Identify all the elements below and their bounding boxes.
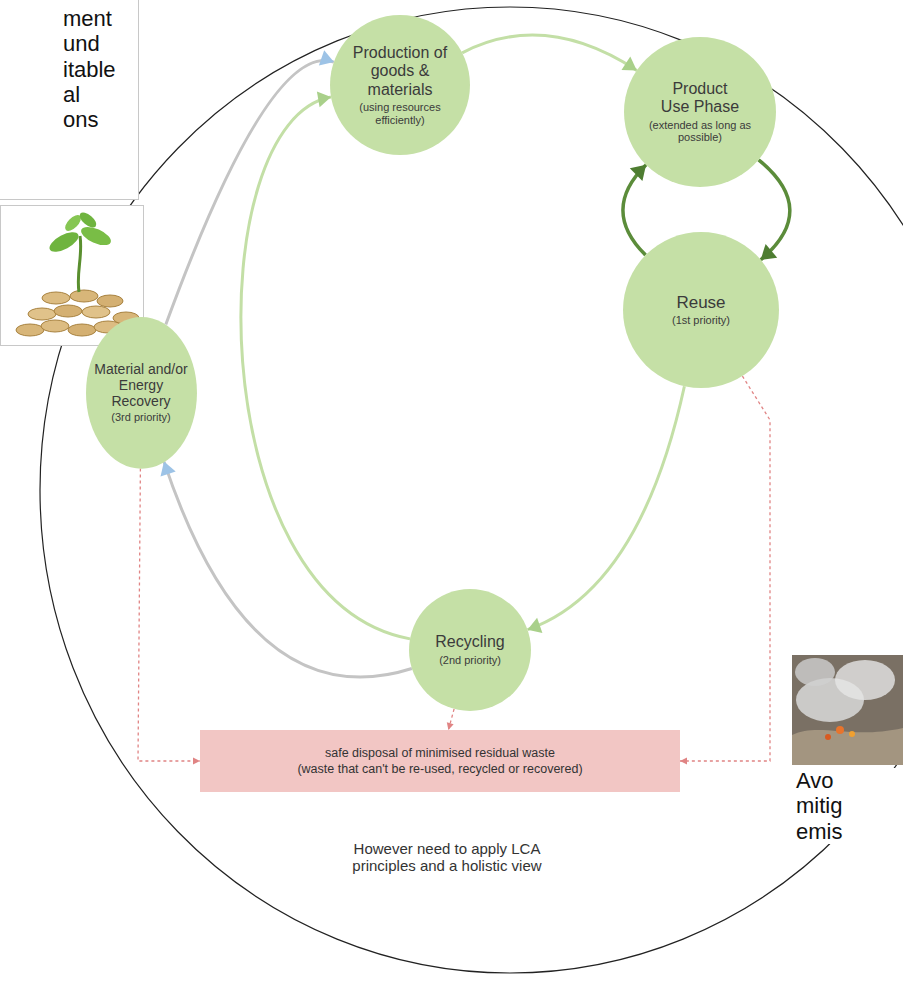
node-note: (waste that can't be re-used, recycled o…	[210, 762, 670, 776]
node-title: Recycling	[420, 633, 520, 651]
text-panel: ment und itable al ons	[0, 0, 139, 200]
ember	[849, 731, 855, 737]
ember	[825, 734, 831, 740]
connector-line	[138, 468, 200, 761]
coin	[42, 292, 70, 304]
node-fill	[409, 589, 531, 711]
node-note: (extended as long as possible)	[644, 119, 756, 144]
connector-line	[462, 35, 637, 70]
arrow-head	[761, 244, 778, 260]
picture-ground	[792, 655, 903, 765]
node-note: (1st priority)	[651, 314, 751, 327]
node-title: Production of goods & materials	[352, 44, 448, 99]
stage-circle: Production of goods & materials(using re…	[330, 15, 470, 155]
ember	[836, 726, 844, 734]
arrow-head	[528, 618, 543, 633]
connector-line	[164, 462, 412, 677]
smoke	[795, 658, 835, 686]
flow-connector	[138, 468, 200, 764]
connector-line	[623, 165, 646, 255]
flow-connector	[623, 165, 646, 255]
flow-connector	[241, 91, 410, 639]
node-fill	[623, 232, 779, 388]
node-text-group: Recycling (2nd priority)	[420, 633, 520, 666]
coin	[16, 324, 44, 336]
node-title: ment und itable al ons	[63, 6, 133, 132]
flow-connector	[161, 462, 412, 677]
seedling-stem	[78, 236, 81, 292]
node-fill	[624, 37, 776, 187]
node-title: Product Use Phase	[659, 80, 741, 117]
stage-circle: Product Use Phase(extended as long as po…	[624, 37, 776, 187]
arrow-head	[680, 758, 687, 765]
connector-line	[759, 160, 790, 260]
node-note: (3rd priority)	[96, 411, 186, 424]
flow-connector	[447, 709, 454, 730]
arrow-head	[630, 165, 646, 181]
connector-line	[241, 97, 410, 639]
node-text-group: Reuse(1st priority)	[651, 293, 751, 327]
coin	[28, 308, 56, 320]
node-title: Material and/or Energy Recovery	[93, 361, 189, 409]
system-boundary	[40, 7, 903, 973]
flow-connector	[462, 35, 637, 70]
smoke	[835, 660, 895, 700]
leaf	[79, 223, 114, 249]
node-text-group: Production of goods & materials(using re…	[350, 44, 450, 126]
node-fill	[330, 15, 470, 155]
stage-circle: Recycling (2nd priority)	[409, 589, 531, 711]
coin	[68, 324, 96, 336]
node-text-group: Material and/or Energy Recovery (3rd prio…	[93, 361, 189, 424]
arrow-head	[193, 758, 200, 765]
node-text-group: ment und itable al ons	[58, 6, 138, 132]
cut-off-caption: Avo mitig emis	[796, 768, 896, 844]
arrow-head	[319, 50, 334, 65]
burning-waste-picture	[792, 655, 903, 765]
coin	[54, 305, 82, 317]
coin	[97, 295, 123, 307]
flow-connector	[528, 386, 685, 633]
waste-heap	[792, 728, 903, 765]
disposal-band: safe disposal of minimised residual wast…	[200, 730, 680, 792]
node-title: Reuse	[651, 293, 751, 313]
arrow-head	[317, 91, 331, 107]
node-text-group: Product Use Phase(extended as long as po…	[644, 80, 756, 144]
stage-ellipse: Material and/or Energy Recovery (3rd prio…	[86, 317, 197, 469]
node-title: safe disposal of minimised residual wast…	[210, 746, 670, 760]
node-text-group: safe disposal of minimised residual wast…	[210, 746, 670, 777]
node-note: (2nd priority)	[423, 654, 518, 667]
connector-line	[528, 386, 685, 630]
arrow-head	[447, 722, 454, 730]
stage-circle: Reuse(1st priority)	[623, 232, 779, 388]
coin	[41, 320, 69, 332]
leaf	[77, 210, 99, 231]
connector-line	[166, 61, 334, 325]
coin	[70, 290, 98, 302]
coin	[82, 306, 110, 318]
arrow-head	[622, 57, 637, 71]
flow-connector	[680, 376, 770, 764]
note-text: However need to apply LCA principles and…	[337, 840, 557, 875]
leaf	[47, 228, 82, 255]
node-fill	[86, 317, 197, 469]
arrow-head	[161, 462, 176, 477]
connector-line	[680, 376, 770, 761]
node-note: (using resources efficiently)	[350, 101, 450, 126]
flow-connector	[166, 50, 334, 324]
flow-connector	[759, 160, 790, 260]
